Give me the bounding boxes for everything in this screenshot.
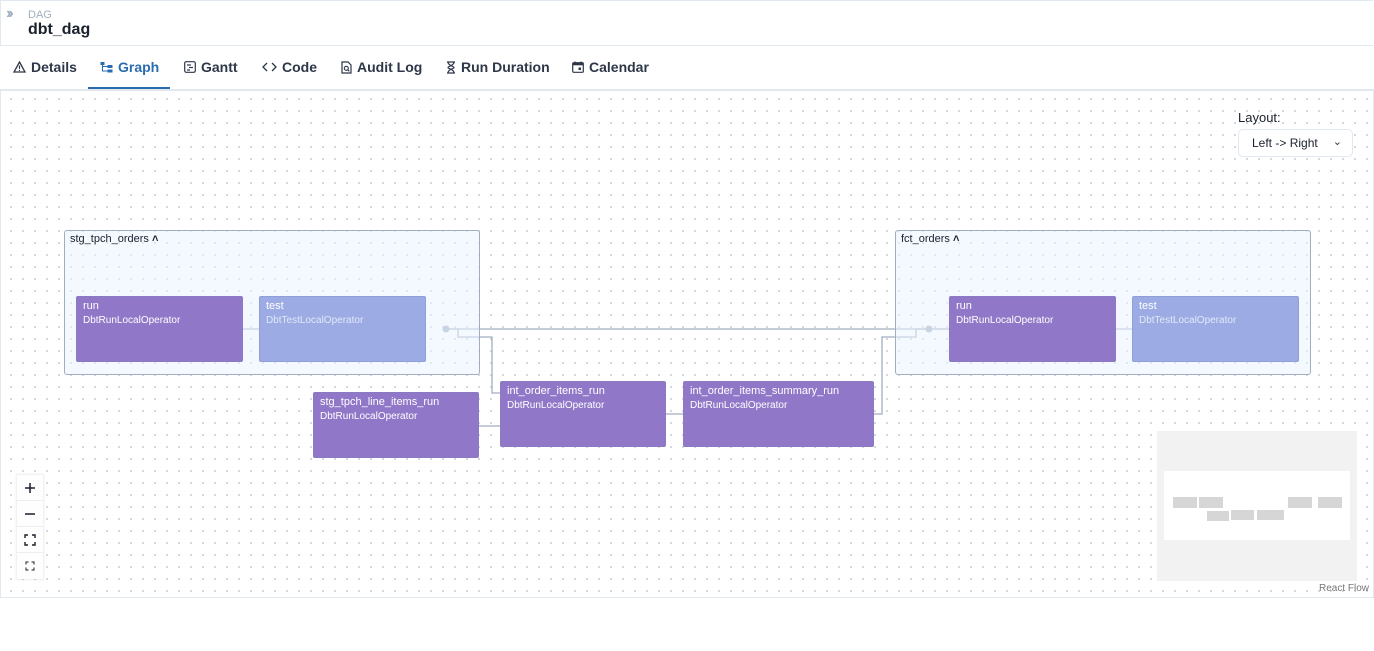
tab-details[interactable]: Details	[13, 45, 77, 89]
graph-controls	[17, 475, 43, 579]
layout-select[interactable]: Left -> Right ⌄	[1238, 129, 1353, 157]
task-operator: DbtTestLocalOperator	[1139, 315, 1237, 326]
graph-icon	[100, 61, 113, 73]
audit-log-icon	[341, 60, 352, 74]
graph-canvas[interactable]: Layout: Left -> Right ⌄ stg_tpch_orders …	[0, 89, 1374, 598]
minus-icon	[25, 512, 35, 515]
task-node-int-order-items-run[interactable]: int_order_items_run DbtRunLocalOperator	[500, 381, 666, 447]
fit-view-button[interactable]	[17, 527, 43, 553]
chevrons-right-icon[interactable]: ››	[6, 5, 13, 22]
task-name: run	[956, 300, 972, 312]
task-operator: DbtRunLocalOperator	[507, 400, 605, 411]
gantt-icon	[184, 61, 196, 73]
task-operator: DbtTestLocalOperator	[266, 315, 364, 326]
task-node-run[interactable]: run DbtRunLocalOperator	[76, 296, 243, 362]
dag-title: dbt_dag	[28, 21, 91, 38]
task-operator: DbtRunLocalOperator	[320, 411, 418, 422]
warning-icon	[13, 61, 26, 73]
expand-icon	[25, 561, 35, 571]
tab-code[interactable]: Code	[262, 45, 317, 89]
tab-graph[interactable]: Graph	[88, 45, 170, 89]
task-node-test[interactable]: test DbtTestLocalOperator	[1132, 296, 1299, 362]
tab-bar: Details Graph Gantt Code Audit Log Run D…	[0, 45, 1374, 89]
tab-label: Code	[282, 59, 317, 75]
tab-label: Audit Log	[357, 59, 423, 75]
task-node-int-order-items-summary-run[interactable]: int_order_items_summary_run DbtRunLocalO…	[683, 381, 874, 447]
fit-view-icon	[24, 533, 36, 546]
chevron-down-icon: ⌄	[1332, 136, 1342, 148]
task-operator: DbtRunLocalOperator	[83, 315, 181, 326]
task-name: stg_tpch_line_items_run	[320, 396, 440, 408]
task-name: run	[83, 300, 99, 312]
tab-label: Run Duration	[461, 59, 550, 75]
hourglass-icon	[446, 60, 456, 74]
toggle-interactivity-button[interactable]	[17, 553, 43, 579]
tab-label: Calendar	[589, 59, 649, 75]
breadcrumb-dag: DAG	[28, 9, 52, 21]
zoom-in-button[interactable]	[17, 475, 43, 501]
chevron-up-icon: ˄	[952, 233, 960, 245]
code-icon	[262, 61, 277, 73]
task-group-label[interactable]: stg_tpch_orders ˄	[70, 233, 159, 245]
layout-select-value: Left -> Right	[1252, 136, 1318, 150]
chevron-up-icon: ˄	[151, 233, 159, 245]
tab-calendar[interactable]: Calendar	[572, 45, 649, 89]
tab-run-duration[interactable]: Run Duration	[446, 45, 550, 89]
minimap[interactable]	[1157, 431, 1357, 581]
task-name: int_order_items_summary_run	[690, 385, 840, 397]
task-operator: DbtRunLocalOperator	[690, 400, 788, 411]
task-node-run[interactable]: run DbtRunLocalOperator	[949, 296, 1116, 362]
calendar-icon	[572, 61, 584, 73]
react-flow-attribution[interactable]: React Flow	[1318, 583, 1369, 594]
tab-label: Graph	[118, 59, 160, 75]
task-name: test	[266, 300, 284, 312]
layout-label: Layout:	[1238, 110, 1281, 125]
task-node-test[interactable]: test DbtTestLocalOperator	[259, 296, 426, 362]
task-name: int_order_items_run	[507, 385, 605, 397]
task-operator: DbtRunLocalOperator	[956, 315, 1054, 326]
task-name: test	[1139, 300, 1157, 312]
plus-icon	[25, 482, 35, 493]
task-group-label[interactable]: fct_orders ˄	[901, 233, 960, 245]
dag-header: ›› DAG dbt_dag	[0, 0, 1373, 46]
tab-gantt[interactable]: Gantt	[184, 45, 238, 89]
zoom-out-button[interactable]	[17, 501, 43, 527]
task-node-stg-tpch-line-items-run[interactable]: stg_tpch_line_items_run DbtRunLocalOpera…	[313, 392, 479, 458]
tab-audit-log[interactable]: Audit Log	[341, 45, 422, 89]
tab-label: Details	[31, 59, 77, 75]
tab-label: Gantt	[201, 59, 238, 75]
